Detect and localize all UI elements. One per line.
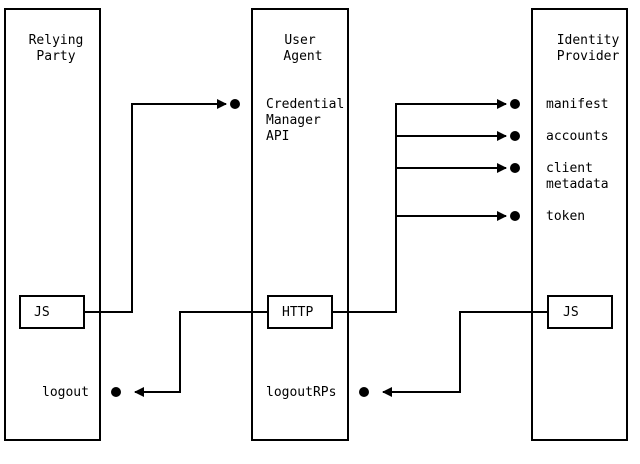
rp-js-box [19,295,85,329]
relying-party-title-line1: Relying [29,33,84,48]
client-metadata-dot [510,163,520,173]
token-label: token [546,209,585,224]
rp-js-label: JS [34,305,50,320]
ua-logoutrps-label: logoutRPs [266,385,336,400]
ua-http-label: HTTP [282,305,313,320]
http-to-manifest-arrow [332,99,507,313]
idp-js-box [547,295,613,329]
user-agent-column [251,8,349,441]
credential-api-dot [230,99,240,109]
identity-provider-title-line2: Provider [557,49,620,64]
identity-provider-title-line1: Identity [557,33,620,48]
credential-manager-api-line2: Manager [266,113,321,128]
rp-logout-dot [111,387,121,397]
manifest-dot [510,99,520,109]
rp-logout-label: logout [42,385,89,400]
client-metadata-line1: client [546,161,593,176]
relying-party-title-line2: Party [36,49,75,64]
idp-js-label: JS [563,305,579,320]
identity-provider-column [531,8,628,441]
rp-js-to-credential-api-arrow [84,99,227,313]
user-agent-title-line2: Agent [283,49,322,64]
client-metadata-line2: metadata [546,177,609,192]
accounts-dot [510,131,520,141]
manifest-label: manifest [546,97,609,112]
credential-manager-api-line1: Credential [266,97,344,112]
token-dot [510,211,520,221]
idp-js-to-logoutrps-arrow [382,311,548,397]
http-to-rp-logout-arrow [134,311,268,397]
accounts-label: accounts [546,129,609,144]
credential-manager-api-line3: API [266,129,289,144]
logoutrps-dot [359,387,369,397]
user-agent-title-line1: User [284,33,315,48]
relying-party-column [4,8,101,441]
